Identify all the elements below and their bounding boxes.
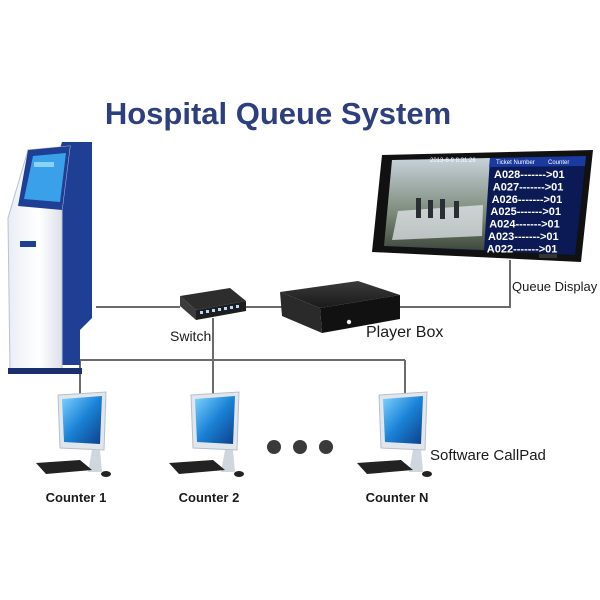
counter-2-keyboard: [169, 460, 225, 474]
display-header-ticket: Ticket Number: [496, 160, 535, 166]
queue-row: A022------->01: [487, 243, 558, 255]
counter-n-screen: [383, 396, 423, 444]
queue-display: 2013-8-9 8:31:26 Ticket Number Counter A…: [372, 150, 593, 262]
network-switch: [180, 288, 246, 320]
queue-rows: A028------->01A027------->01A026------->…: [487, 169, 565, 255]
switch-label: Switch: [170, 328, 211, 344]
queue-row: A025------->01: [490, 206, 561, 218]
queue-row: A028------->01: [494, 169, 565, 181]
display-header: [489, 156, 586, 167]
counter-2-screen: [195, 396, 235, 444]
playerbox-display-line: [398, 260, 511, 308]
queue-row: A026------->01: [492, 194, 563, 206]
counter-1-keyboard: [36, 460, 92, 474]
counter-n-keyboard: [357, 460, 413, 474]
counter-n-computer: [357, 391, 432, 477]
queue-row: A027------->01: [493, 181, 564, 193]
counter-1-computer: [36, 391, 111, 477]
counter-1-screen: [62, 396, 102, 444]
ticket-kiosk: [7, 142, 92, 374]
ticket-slot: [20, 241, 36, 247]
display-timestamp: 2013-8-9 8:31:26: [430, 158, 476, 164]
software-callpad-label: Software CallPad: [430, 447, 546, 464]
counter-2-label: Counter 2: [179, 490, 240, 505]
page-title: Hospital Queue System: [105, 96, 451, 131]
display-header-counter: Counter: [548, 160, 569, 166]
queue-row: A023------->01: [488, 231, 559, 243]
network-lines: [79, 260, 511, 395]
player-box-label: Player Box: [366, 324, 443, 341]
more-counters-dots: [267, 440, 333, 454]
player-box: [280, 281, 400, 333]
queue-row: A024------->01: [489, 219, 560, 231]
counter-n-label: Counter N: [366, 490, 429, 505]
queue-display-label: Queue Display: [512, 279, 598, 294]
counter-2-computer: [169, 391, 244, 477]
counter-1-label: Counter 1: [46, 490, 107, 505]
